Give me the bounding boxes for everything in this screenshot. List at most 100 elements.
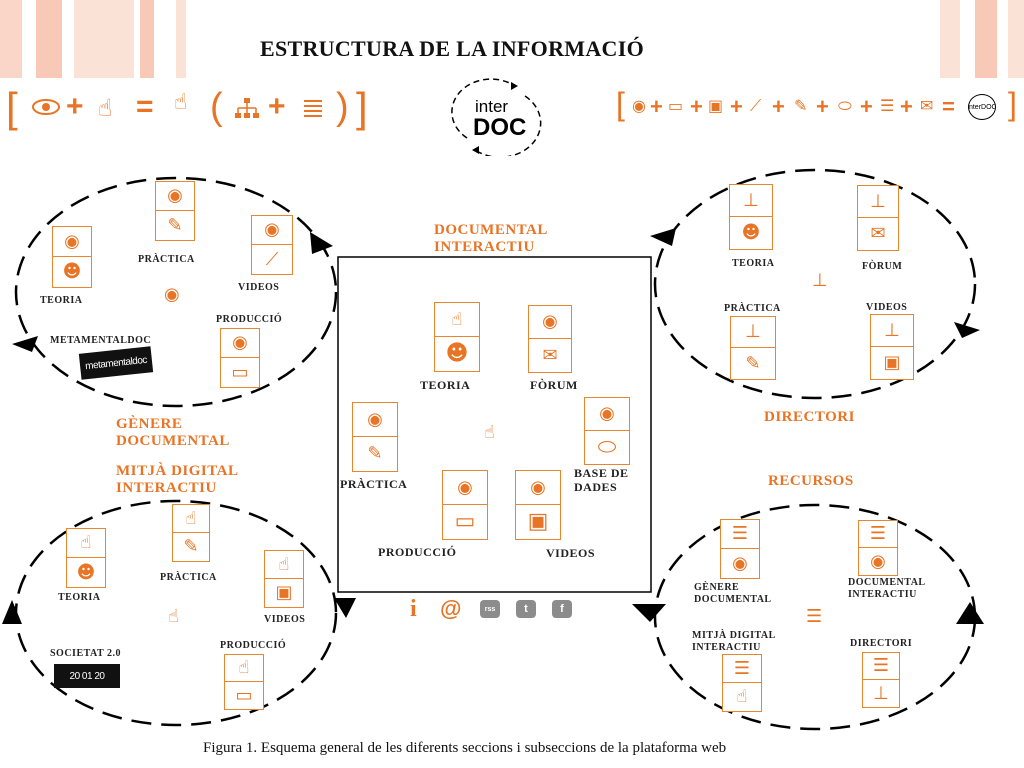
card-rec-directori[interactable]: ☰ ⊥	[862, 652, 900, 708]
card-genere-produccio[interactable]: ◉ ▭	[220, 328, 260, 388]
card-rec-documental[interactable]: ☰ ◉	[858, 520, 898, 576]
label-doc-produccio: PRODUCCIÓ	[378, 545, 457, 559]
header-stripe-7	[975, 0, 997, 78]
hand-pointer-icon: ☝	[98, 94, 113, 122]
card-genere-videos[interactable]: ◉ ⟋	[251, 215, 293, 275]
rss-icon[interactable]: rss	[480, 600, 500, 618]
interdoc-logo: inter DOC	[451, 78, 542, 156]
card-doc-base-dades[interactable]: ◉ ⬭	[584, 397, 630, 465]
plus-op-r7: +	[900, 94, 913, 119]
figure-caption: Figura 1. Esquema general de les diferen…	[203, 740, 727, 756]
eye-hand-icon: ◉	[870, 550, 886, 572]
card-mitja-produccio[interactable]: ☝ ▭	[224, 654, 264, 710]
card-mitja-videos[interactable]: ☝ ▣	[264, 550, 304, 608]
section-title-recursos: RECURSOS	[768, 473, 854, 489]
card-mitja-teoria[interactable]: ☝ ☻	[66, 528, 106, 588]
paren-close: )	[336, 86, 349, 128]
center-list-icon: ☰	[806, 606, 823, 627]
label-doc-teoria: TEORIA	[420, 378, 471, 392]
database-icon: ⬭	[838, 96, 852, 115]
label-rec-genere: GÈNERE DOCUMENTAL	[694, 582, 772, 605]
eye-hand-icon: ◉	[530, 476, 546, 498]
card-doc-videos[interactable]: ◉ ▣	[515, 470, 561, 540]
card-doc-teoria[interactable]: ☝ ☻	[434, 302, 480, 372]
card-doc-produccio[interactable]: ◉ ▭	[442, 470, 488, 540]
page-title: ESTRUCTURA DE LA INFORMACIÓ	[260, 36, 644, 61]
eye-icon	[32, 99, 60, 115]
formula-right: [ ◉ + ▭ + ▣ + ⟋ + ✎ + ⬭ + ☰ + ✉ = interD…	[616, 86, 1017, 122]
card-dir-practica[interactable]: ⊥ ✎	[730, 316, 776, 380]
card-doc-forum[interactable]: ◉ ✉	[528, 305, 572, 373]
hierarchy-icon: ⊥	[873, 682, 889, 704]
header-stripe-4	[140, 0, 154, 78]
head-icon: ☻	[76, 561, 96, 583]
card-dir-videos[interactable]: ⊥ ▣	[870, 314, 914, 380]
arrow-5	[650, 228, 676, 246]
section-title-mitja-digital: MITJÀ DIGITAL INTERACTIU	[116, 463, 238, 496]
eye-hand-icon: ◉	[367, 408, 383, 430]
list-icon: ☰	[872, 655, 890, 676]
hierarchy-icon: ⊥	[870, 190, 886, 212]
card-dir-teoria[interactable]: ⊥ ☻	[729, 184, 773, 250]
circle-genere-documental	[14, 176, 338, 408]
header-stripe-6	[940, 0, 960, 78]
clapper-icon: ▭	[668, 96, 684, 115]
plus-op-r5: +	[816, 94, 829, 119]
hand-pointer-icon: ☝	[238, 657, 250, 678]
circle-directori	[653, 168, 977, 400]
hand-pointer-icon: ☝	[80, 532, 92, 553]
card-dir-forum[interactable]: ⊥ ✉	[857, 185, 899, 251]
facebook-icon[interactable]: f	[552, 600, 572, 618]
email-icon[interactable]: @	[440, 596, 462, 621]
card-rec-genere[interactable]: ☰ ◉	[720, 519, 760, 579]
card-rec-mitja[interactable]: ☰ ☝	[722, 654, 762, 712]
eye-icon: ◉	[732, 552, 748, 574]
twitter-icon[interactable]: t	[516, 600, 536, 618]
header-stripe-5	[176, 0, 186, 78]
list-icon-r: ☰	[880, 96, 895, 115]
card-genere-teoria[interactable]: ◉ ☻	[52, 226, 92, 288]
eye-icon: ◉	[264, 219, 280, 240]
interdoc-logo-small: interDOC	[968, 94, 996, 120]
forum-icon: ✉	[542, 344, 558, 366]
card-genere-practica[interactable]: ◉ ✎	[155, 181, 195, 241]
label-metamentaldoc: METAMENTALDOC	[50, 335, 152, 346]
label-dir-practica: PRÀCTICA	[724, 303, 781, 314]
hand-pointer-icon: ☝	[278, 553, 290, 575]
camera-icon: ▣	[275, 582, 293, 603]
clapper-icon: ▭	[454, 509, 476, 534]
list-icon	[304, 100, 322, 117]
card-doc-practica[interactable]: ◉ ✎	[352, 402, 398, 472]
label-dir-teoria: TEORIA	[732, 258, 775, 269]
plus-op-2: +	[268, 90, 286, 123]
header-stripe-3	[74, 0, 134, 78]
section-title-genere-documental: GÈNERE DOCUMENTAL	[116, 416, 230, 449]
eye-icon: ◉	[457, 476, 473, 498]
list-icon: ☰	[733, 657, 751, 679]
label-genere-produccio: PRODUCCIÓ	[216, 314, 283, 325]
hand-pointer-icon: ☝	[736, 686, 748, 707]
label-mitja-videos: VIDEOS	[264, 614, 306, 625]
plus-op-r6: +	[860, 94, 873, 119]
center-hierarchy-icon: ⊥	[812, 270, 828, 291]
head-icon: ☻	[741, 222, 761, 243]
eye-hand-icon: ☝	[174, 90, 188, 115]
equals-op-r: =	[942, 94, 955, 119]
label-mitja-produccio: PRODUCCIÓ	[220, 640, 287, 651]
label-genere-teoria: TEORIA	[40, 295, 83, 306]
microphone-icon: ⟋	[750, 96, 762, 115]
label-societat: SOCIETAT 2.0	[50, 648, 122, 659]
head-eye-icon: ◉	[632, 96, 646, 115]
card-mitja-practica[interactable]: ☝ ✎	[172, 504, 210, 562]
pencil-icon: ✎	[367, 443, 383, 464]
label-dir-forum: FÒRUM	[862, 261, 903, 272]
header-stripe-8	[1008, 0, 1024, 78]
arrow-2	[12, 336, 38, 352]
societat-sticker[interactable]: 20 01 20	[54, 664, 120, 688]
center-eye-icon: ◉	[164, 284, 180, 305]
head-icon: ☻	[445, 341, 469, 366]
plus-op: +	[66, 90, 84, 123]
clapper-icon: ▭	[231, 361, 249, 383]
info-icon[interactable]: i	[410, 596, 417, 622]
camera-icon: ▣	[883, 352, 901, 373]
